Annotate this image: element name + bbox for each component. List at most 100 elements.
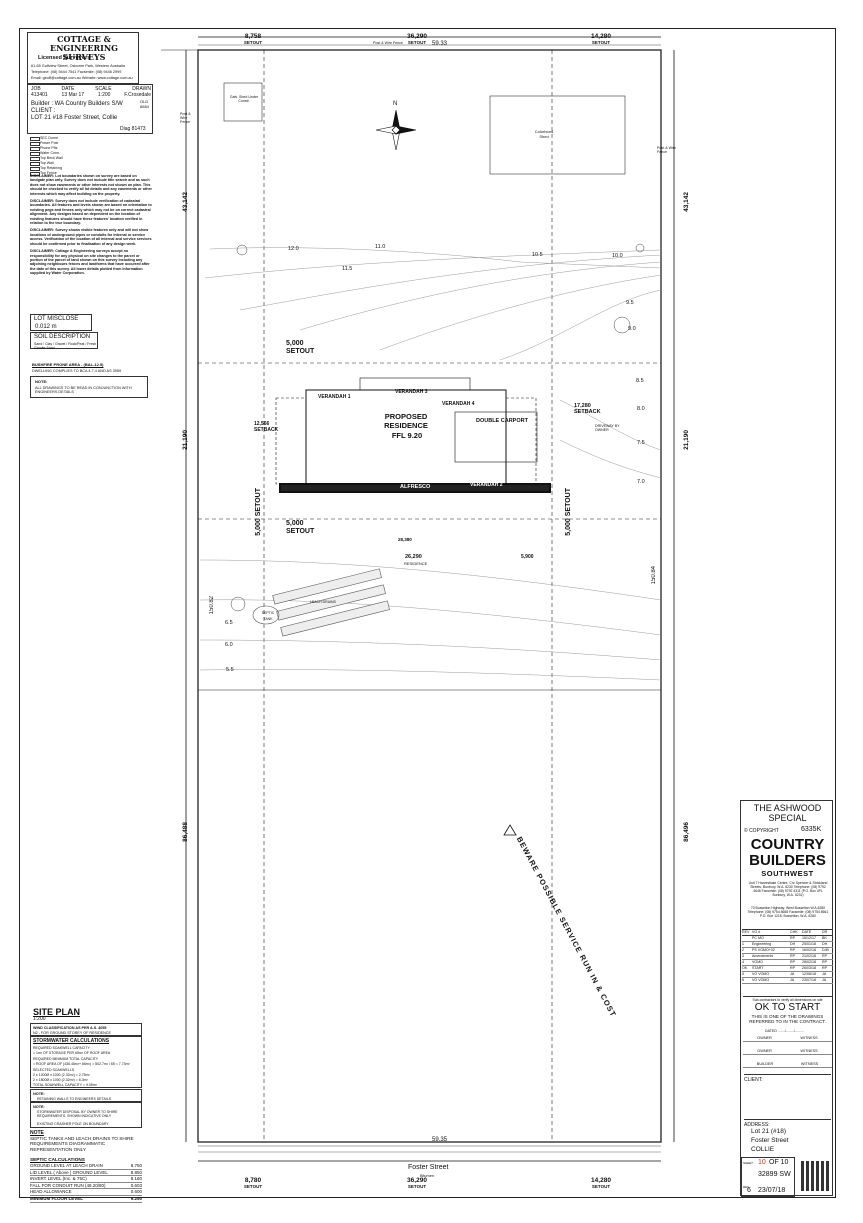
stormwater-title: STORMWATER CALCULATIONS bbox=[33, 1038, 110, 1044]
disclaimer-text: DISCLAIMER: Cottage & Engineering survey… bbox=[30, 249, 150, 276]
signature-field: WITNESS bbox=[800, 1062, 819, 1066]
drawing-sheet bbox=[19, 28, 836, 1198]
legend-item: Top Fence bbox=[40, 171, 57, 175]
septic-row-value: 8.160 bbox=[130, 1176, 142, 1182]
dim-value: 21,190 bbox=[683, 430, 690, 450]
rev-header-cell: REV bbox=[742, 930, 750, 934]
residence-length: 26,290 bbox=[405, 554, 422, 560]
bushfire-note: BUSHFIRE PRONE AREA - (BAL-12.5) DWELLIN… bbox=[32, 362, 148, 374]
septic-row: INVERT LEVEL (Inc. & 75C)8.160 bbox=[30, 1176, 142, 1183]
revision-cell: 4 bbox=[742, 960, 744, 964]
stormwater-line: REQUIRED SOAKWELL CAPACITY bbox=[33, 1046, 90, 1050]
wind-class-box: WIND CLASSIFICATION AS PER A.S. 4055 N2 … bbox=[30, 1023, 142, 1036]
revision-cell: VO VOMO bbox=[752, 978, 770, 982]
ok-text: THIS IS ONE OF THE DRAWINGS REFERRED TO … bbox=[749, 1014, 826, 1025]
job-header: SCALE bbox=[95, 86, 112, 92]
revision-cell: RP bbox=[790, 966, 795, 970]
office-address: 70 Busselton Highway, West Busselton W.A… bbox=[747, 906, 829, 918]
revision-cell: Amendments bbox=[752, 954, 774, 958]
licensed-surveyors: Licensed Surveyors bbox=[38, 55, 91, 61]
north-label: N bbox=[393, 101, 398, 107]
note-septic: NOTE SEPTIC TANKS AND LEACH DRAINS TO SH… bbox=[30, 1130, 145, 1152]
revision-cell: RP bbox=[790, 954, 795, 958]
contour-label: 8.0 bbox=[637, 406, 645, 412]
soil-box: SOIL DESCRIPTION Sand / Clay / Gravel / … bbox=[30, 332, 98, 350]
dim-label: SETOUT bbox=[407, 40, 427, 45]
septic-row-label: MINIMUM FLOOR LEVEL bbox=[30, 1195, 83, 1201]
office-address: Unit 7 Harvestlake Centre, Cnr Spencer &… bbox=[748, 881, 828, 897]
dim-value: 86,488 bbox=[182, 822, 189, 842]
legend-swatch bbox=[30, 172, 40, 176]
revision-cell: RP bbox=[790, 936, 795, 940]
revision-cell bbox=[742, 936, 752, 941]
septic-title: SEPTIC CALCULATIONS bbox=[30, 1157, 85, 1162]
note-text: SEPTIC TANKS AND LEACH DRAINS TO SHIRE R… bbox=[30, 1136, 134, 1152]
misclose-value: 0.012 m bbox=[35, 324, 57, 330]
company-address: 61-65 Gulfview Street, Osborne Park, Wes… bbox=[31, 64, 125, 68]
brand-line: SOUTHWEST bbox=[761, 869, 814, 878]
revision-cell: START bbox=[752, 966, 764, 970]
revision-cell: PC MO bbox=[752, 936, 764, 940]
rev-header-cell: VO # bbox=[752, 930, 761, 934]
soil-value: Sand / Clay / Gravel / Rock/Peat / Fresh… bbox=[34, 342, 97, 350]
legend-swatch bbox=[30, 162, 40, 166]
septic-label: SEPTIC TANK bbox=[261, 611, 275, 621]
revision-cell: RP bbox=[822, 960, 827, 964]
septic-row-value: 0.603 bbox=[130, 1182, 142, 1188]
dim-label: SETOUT bbox=[591, 1184, 611, 1189]
ok-subtext: Sub-contractors to verify all dimensions… bbox=[743, 996, 832, 1003]
note-title: NOTE: bbox=[33, 1092, 45, 1096]
contour-label: 8.5 bbox=[636, 378, 644, 384]
signature-field: BUILDER bbox=[756, 1062, 774, 1066]
left-dim-mid: 21,190 bbox=[177, 430, 195, 450]
note-stormwater-box: NOTE: STORMWATER DISPOSAL BY OWNER TO SH… bbox=[30, 1102, 142, 1128]
septic-row-label: HEAD ALLOWANCE bbox=[30, 1189, 72, 1195]
residence-ffl: FFL 9.20 bbox=[391, 431, 423, 440]
outbuildings bbox=[223, 82, 626, 175]
verandah-label: VERANDAH 3 bbox=[395, 389, 428, 395]
septic-row-label: LID LEVEL ( Above ) GROUND LEVEL bbox=[30, 1169, 108, 1175]
driveway-label: DRIVEWAY BY OWNER bbox=[595, 424, 620, 433]
contour-label: 9.0 bbox=[628, 326, 636, 332]
legend-swatch bbox=[30, 137, 40, 141]
contour-label: 7.0 bbox=[637, 479, 645, 485]
note-engineers: NOTE: ALL DRAWINGS TO BE READ IN CONJUNC… bbox=[30, 376, 148, 398]
note-title: NOTE bbox=[30, 1130, 44, 1136]
revision-cell: 28/02/18 bbox=[802, 960, 816, 964]
disclaimer-text: DISCLAIMER: Survey shows visible feature… bbox=[30, 228, 152, 246]
address-line: Foster Street bbox=[751, 1137, 789, 1144]
sheet-of: OF 10 bbox=[769, 1159, 789, 1166]
revision-cell: 6 bbox=[742, 978, 744, 982]
revision-cell: Engineering bbox=[752, 942, 772, 946]
company-phone: Telephone: (08) 9444 7541 Facsimile: (08… bbox=[31, 70, 122, 74]
dim-value: 21,190 bbox=[182, 430, 189, 450]
house-width: 28,380 bbox=[398, 537, 412, 542]
address-label: ADDRESS: bbox=[744, 1119, 831, 1128]
dim-value: 36,290 bbox=[407, 33, 427, 40]
revision-cell: 26/03/18 bbox=[802, 966, 816, 970]
left-setback: 12,566 SETBACK bbox=[254, 421, 279, 433]
revision-cell: DH bbox=[822, 942, 828, 946]
rev-date: 23/07/18 bbox=[758, 1187, 786, 1194]
revision-cell: 15/12/17 bbox=[802, 936, 816, 940]
legend-item: SEC Dome bbox=[40, 136, 58, 140]
sheet-number: 10 bbox=[758, 1159, 766, 1166]
colorbond-label: Colorbond Shed bbox=[534, 129, 554, 139]
verandah-label: VERANDAH 4 bbox=[442, 401, 475, 407]
legend-item: Top Brick Wall bbox=[40, 156, 63, 160]
job-value: 13 Mar 17 bbox=[61, 92, 85, 98]
right-boundary-length: 150.84 bbox=[651, 566, 657, 585]
residence-name: PROPOSED RESIDENCE bbox=[384, 412, 428, 430]
job-value: 1:200 bbox=[97, 92, 111, 98]
right-dim-top: 43,142 bbox=[678, 192, 696, 212]
surveyor-logo-block: COTTAGE & ENGINEERING SURVEYS Licensed S… bbox=[27, 32, 139, 84]
